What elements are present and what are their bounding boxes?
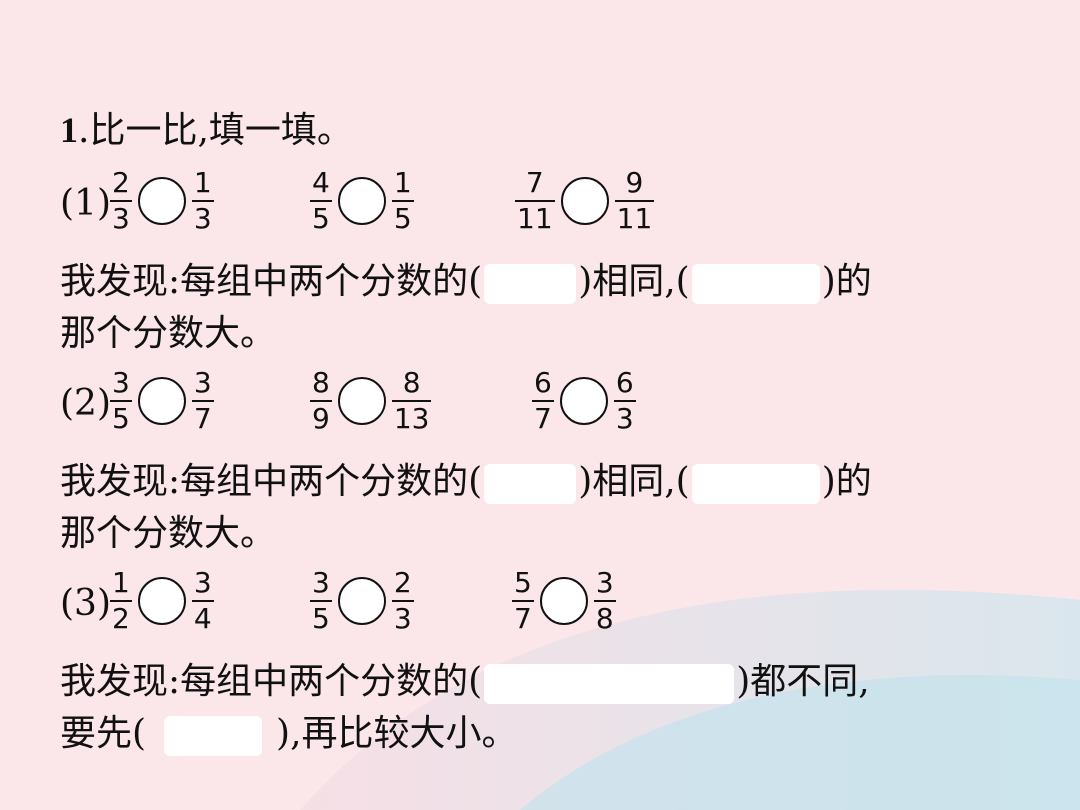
answer-circle[interactable] — [560, 177, 609, 225]
discovery-line-2: 要先(),再比较大小。 — [60, 713, 518, 756]
answer-blank[interactable] — [164, 716, 263, 756]
part-label: (2) — [60, 383, 111, 424]
discovery-line: 我发现:每组中两个分数的()相同,()的 — [60, 461, 872, 504]
answer-circle[interactable] — [337, 177, 386, 225]
answer-blank[interactable] — [484, 464, 577, 504]
discovery-line: 我发现:每组中两个分数的()都不同, — [60, 661, 870, 704]
answer-circle[interactable] — [137, 377, 186, 425]
answer-blank[interactable] — [691, 264, 820, 304]
answer-circle[interactable] — [337, 377, 386, 425]
discovery-line: 我发现:每组中两个分数的()相同,()的 — [60, 261, 872, 304]
exercise-title: 1.比一比,填一填。 — [60, 100, 1050, 160]
answer-circle[interactable] — [137, 177, 186, 225]
answer-blank[interactable] — [691, 464, 820, 504]
exercise-instruction: .比一比,填一填。 — [78, 110, 353, 151]
answer-circle[interactable] — [137, 577, 186, 625]
part-label: (1) — [60, 183, 111, 224]
answer-circle[interactable] — [539, 577, 588, 625]
part-label: (3) — [60, 583, 111, 624]
discovery-line-2: 那个分数大。 — [60, 513, 277, 554]
answer-blank[interactable] — [484, 264, 577, 304]
answer-blank[interactable] — [484, 664, 735, 704]
discovery-line-2: 那个分数大。 — [60, 313, 277, 354]
exercise-number: 1 — [60, 110, 78, 150]
answer-circle[interactable] — [337, 577, 386, 625]
answer-circle[interactable] — [559, 377, 608, 425]
